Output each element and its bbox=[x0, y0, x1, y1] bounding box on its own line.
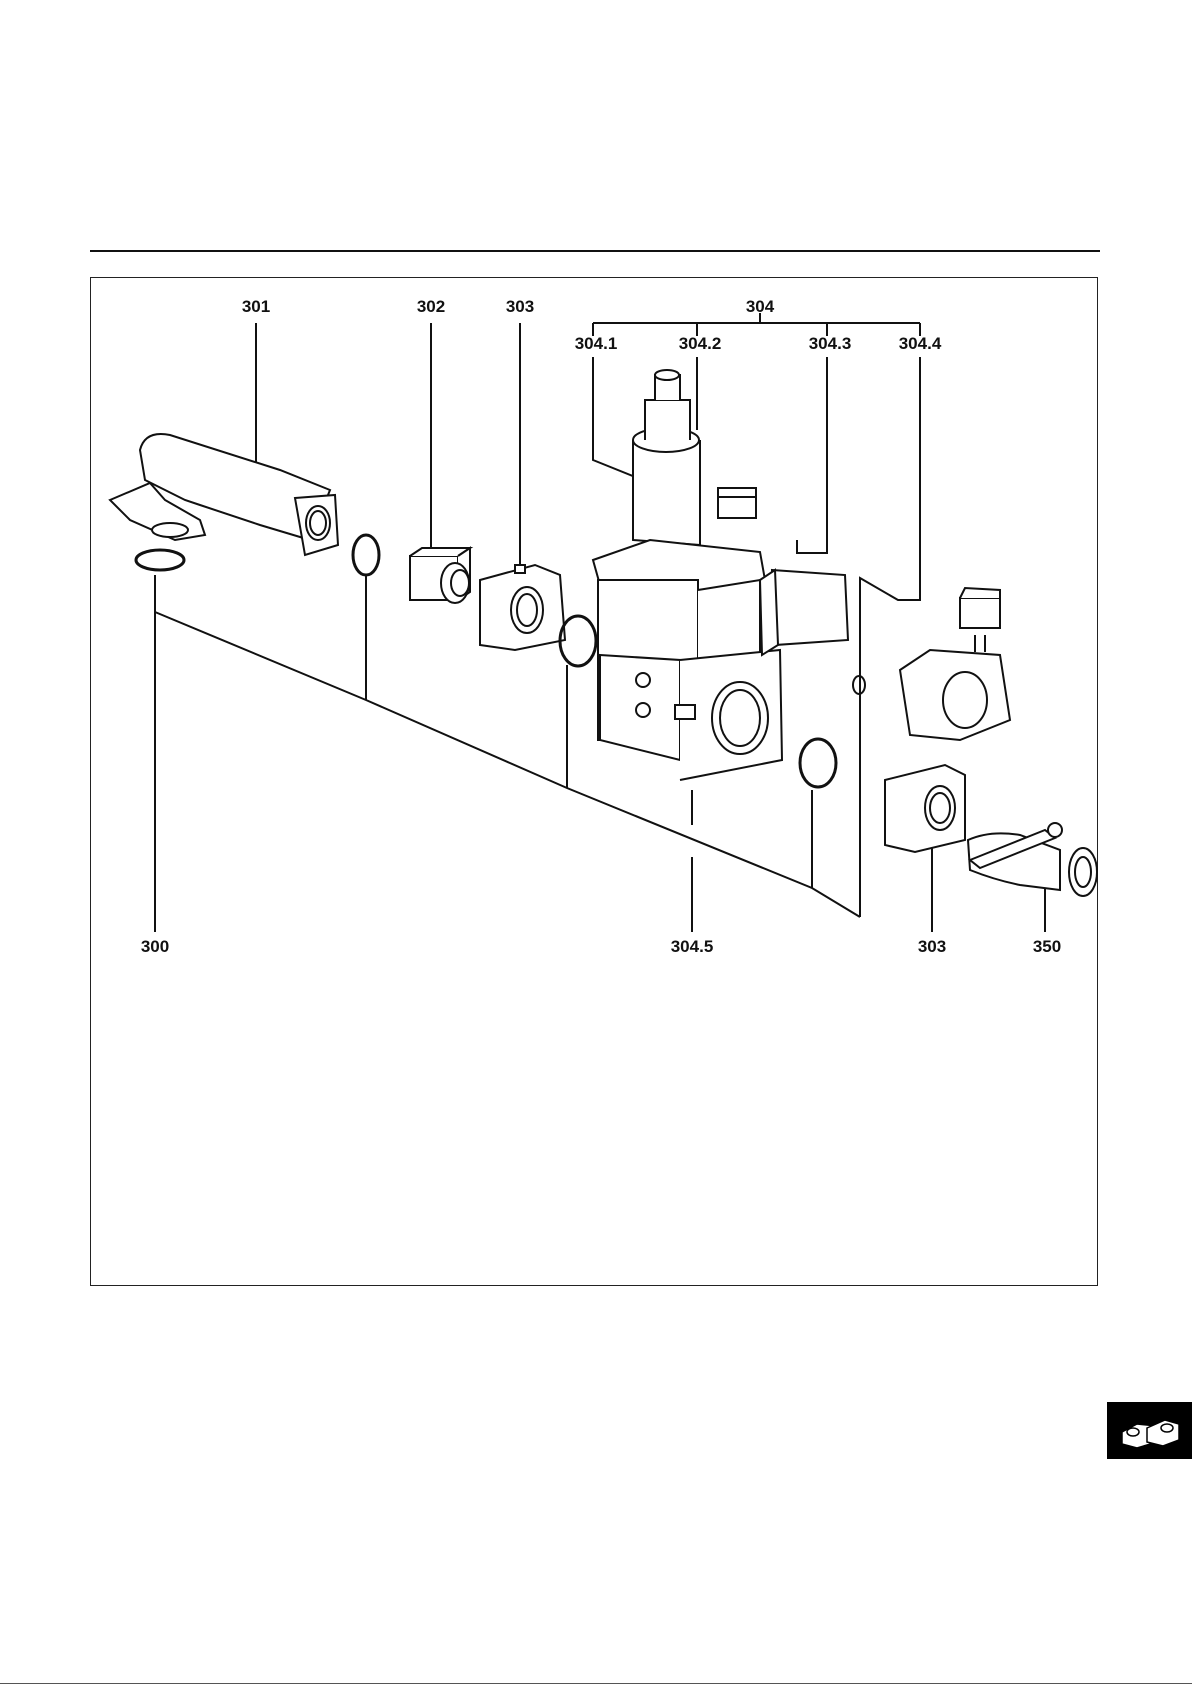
label-303-bottom: 303 bbox=[918, 937, 946, 957]
elbow-flange-301 bbox=[110, 434, 338, 555]
pressure-switch-304-4 bbox=[900, 588, 1010, 740]
flange-303-bottom bbox=[885, 765, 965, 852]
label-300: 300 bbox=[141, 937, 169, 957]
label-304-4: 304.4 bbox=[899, 334, 942, 354]
ball-valve-350 bbox=[968, 823, 1097, 896]
threaded-adapter-302 bbox=[410, 548, 470, 603]
label-304-3: 304.3 bbox=[809, 334, 852, 354]
label-304-5: 304.5 bbox=[671, 937, 714, 957]
label-304-2: 304.2 bbox=[679, 334, 722, 354]
o-ring-302 bbox=[353, 535, 379, 575]
label-304: 304 bbox=[746, 297, 774, 317]
label-302: 302 bbox=[417, 297, 445, 317]
o-ring-304-inlet bbox=[560, 616, 596, 666]
flange-303-top bbox=[480, 565, 565, 650]
leader-304-3 bbox=[797, 357, 827, 553]
o-ring-304-outlet bbox=[800, 739, 836, 787]
label-304-1: 304.1 bbox=[575, 334, 618, 354]
footer-rule bbox=[0, 1683, 1192, 1684]
label-350: 350 bbox=[1033, 937, 1061, 957]
section-tab bbox=[1107, 1402, 1192, 1459]
gas-valve-icon bbox=[1107, 1402, 1192, 1459]
label-301: 301 bbox=[242, 297, 270, 317]
label-303-top: 303 bbox=[506, 297, 534, 317]
o-ring-300 bbox=[136, 550, 184, 570]
gas-valve-304 bbox=[593, 370, 848, 780]
